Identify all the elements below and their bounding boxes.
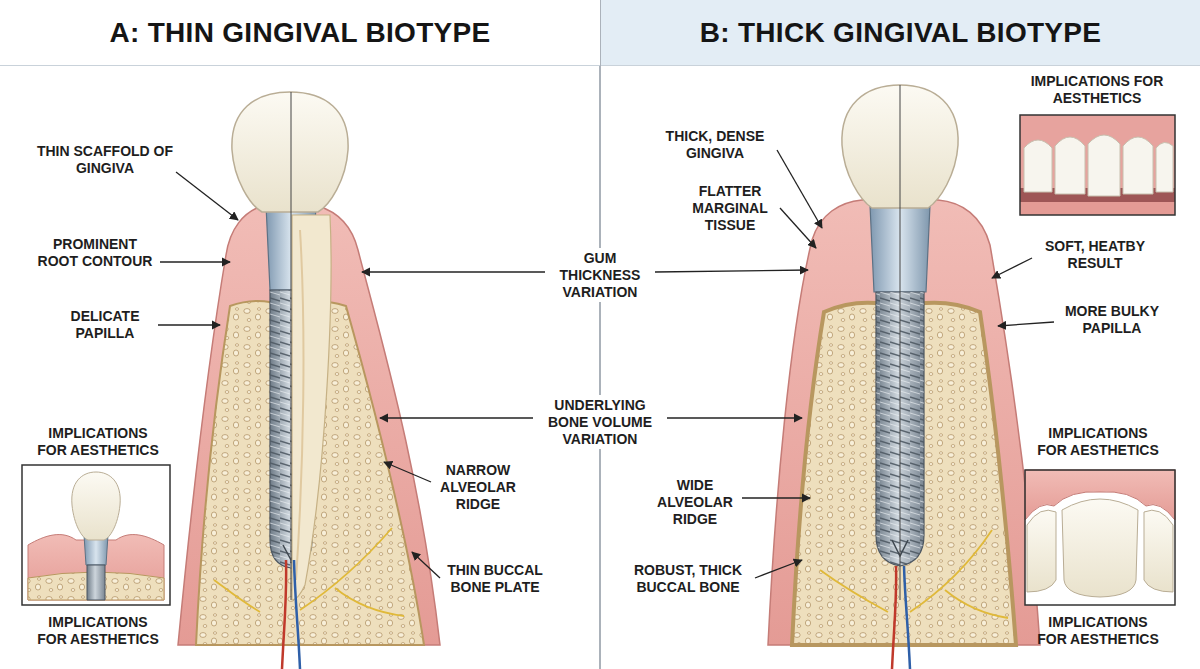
leader-line xyxy=(992,258,1032,278)
leader-lines xyxy=(158,150,1054,578)
callout-label: FLATTER MARGINAL TISSUE xyxy=(683,183,778,233)
inset-frame xyxy=(1020,115,1175,215)
callout-label: NARROW ALVEOLAR RIDGE xyxy=(433,462,523,512)
inset-lip xyxy=(1020,202,1175,215)
leader-line xyxy=(160,261,230,262)
leader-line xyxy=(777,150,822,228)
crown xyxy=(232,92,348,212)
callout-label: IMPLICATIONS FOR AESTHETICS xyxy=(1034,614,1162,648)
inset-gingiva xyxy=(28,535,164,600)
artery xyxy=(282,560,286,669)
callout-label: IMPLICATIONS FOR AESTHETICS xyxy=(1015,73,1180,107)
inset-implant xyxy=(87,565,105,600)
callout-label: IMPLICATIONS FOR AESTHETICS xyxy=(34,425,162,459)
leader-line xyxy=(384,462,431,482)
callout-label: WIDE ALVEOLAR RIDGE xyxy=(650,477,740,527)
callout-label: DELICATE PAPILLA xyxy=(55,308,155,342)
callout-label: UNDERLYING BONE VOLUME VARIATION xyxy=(539,395,661,449)
leader-line xyxy=(362,271,545,272)
leader-line xyxy=(742,497,810,498)
section-line xyxy=(900,85,901,600)
callout-label: ROBUST, THICK BUCCAL BONE xyxy=(623,562,753,596)
root-canal xyxy=(296,230,303,580)
callout-label: PROMINENT ROOT CONTOUR xyxy=(34,236,156,270)
inset-gingiva xyxy=(1025,470,1175,520)
section-line xyxy=(291,92,292,600)
inset-frame xyxy=(1025,470,1175,605)
artery xyxy=(892,566,896,669)
callout-label: IMPLICATIONS FOR AESTHETICS xyxy=(1034,425,1162,459)
callout-label: THICK, DENSE GINGIVA xyxy=(655,128,775,162)
inset-tooth xyxy=(1027,510,1056,592)
nerve-branches xyxy=(820,530,1008,618)
callout-label: MORE BULKY PAPILLA xyxy=(1057,303,1167,337)
leader-line xyxy=(755,560,802,578)
panel-divider xyxy=(599,0,601,669)
callout-label: IMPLICATIONS FOR AESTHETICS xyxy=(34,614,162,648)
natural-root xyxy=(292,215,331,600)
leader-line xyxy=(380,417,533,418)
inset-tooth xyxy=(1062,499,1138,597)
inset-crown xyxy=(72,472,120,540)
inset-tooth xyxy=(1144,510,1173,592)
callout-label: GUM THICKNESS VARIATION xyxy=(550,248,650,302)
inset-ground xyxy=(22,465,170,605)
nerve-branches xyxy=(214,528,404,616)
inset-ground xyxy=(1025,470,1175,605)
callout-label: THIN BUCCAL BONE PLATE xyxy=(440,562,550,596)
callout-label: THIN SCAFFOLD OF GINGIVA xyxy=(35,143,175,177)
inset-teeth xyxy=(1024,135,1173,196)
inset-frame xyxy=(22,465,170,605)
callout-label: SOFT, HEATBY RESULT xyxy=(1035,238,1155,272)
leader-line xyxy=(176,172,238,220)
panel-header: A: THIN GINGIVAL BIOTYPE xyxy=(0,0,600,66)
vein xyxy=(904,566,910,669)
panel-header: B: THICK GINGIVAL BIOTYPE xyxy=(601,0,1200,66)
panel-title: B: THICK GINGIVAL BIOTYPE xyxy=(700,17,1102,49)
leader-line xyxy=(158,324,220,325)
leader-line xyxy=(655,270,808,272)
leader-line xyxy=(780,208,816,248)
leader-line xyxy=(667,417,802,418)
panel-title: A: THIN GINGIVAL BIOTYPE xyxy=(109,17,490,49)
inset-gingiva xyxy=(1020,115,1175,215)
leader-line xyxy=(998,322,1054,326)
leader-line xyxy=(412,552,440,578)
vein xyxy=(294,560,300,669)
